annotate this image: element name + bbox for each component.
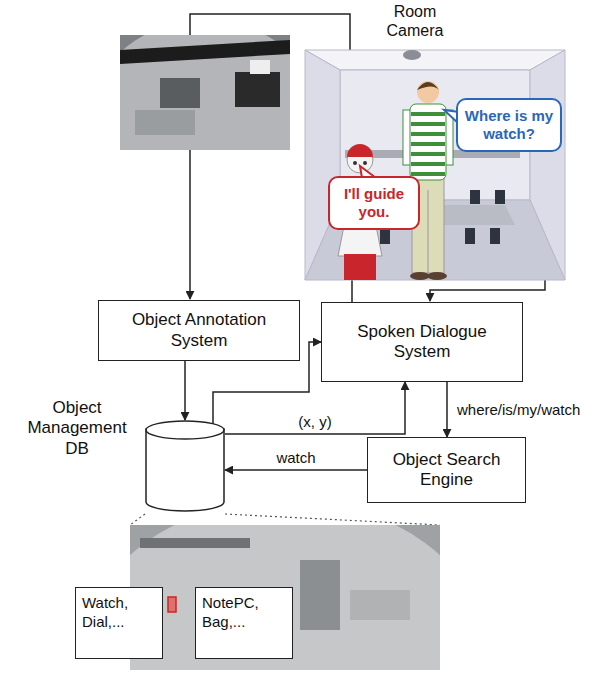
database-cylinder: Object Management DB (145, 420, 225, 512)
database-label: Object Management DB (17, 398, 137, 459)
connector-arrow (225, 469, 367, 471)
camera-photo (120, 35, 290, 150)
connector-arrow (225, 382, 405, 434)
zoom-line (130, 514, 145, 525)
annotation-box: Watch, Dial,... (75, 587, 163, 659)
annotation-box: NotePC, Bag,... (195, 587, 293, 659)
zoom-line (225, 514, 440, 525)
speech-bubble: Where is my watch? (456, 98, 562, 152)
user-speech-wire (430, 280, 545, 301)
room-illustration (305, 50, 565, 280)
connector-arrow (446, 382, 448, 437)
annotated-photo (130, 525, 440, 670)
edge-label: (x, y) (296, 413, 333, 431)
robot-wire (351, 280, 353, 302)
cylinder-body (146, 429, 224, 511)
node-text: Where is my watch? (462, 107, 556, 143)
node-text: Watch, Dial,... (82, 594, 156, 632)
process-box: Object Annotation System (98, 300, 300, 361)
node-text: Object Search Engine (376, 450, 517, 491)
node-text: Object Annotation System (107, 310, 291, 351)
process-box: Object Search Engine (367, 437, 526, 503)
connector-arrow (184, 361, 186, 420)
node-text: Spoken Dialogue System (330, 322, 514, 363)
edge-label: watch (274, 449, 317, 467)
node-text: I'll guide you. (334, 185, 414, 221)
edge-label: where/is/my/watch (455, 401, 582, 419)
speech-bubble: I'll guide you. (328, 176, 420, 230)
process-box: Spoken Dialogue System (321, 302, 523, 382)
cylinder-top (146, 421, 224, 439)
node-text: NotePC, Bag,... (202, 594, 286, 632)
camera-label: Room Camera (372, 2, 458, 40)
cylinder-outline (145, 420, 225, 512)
